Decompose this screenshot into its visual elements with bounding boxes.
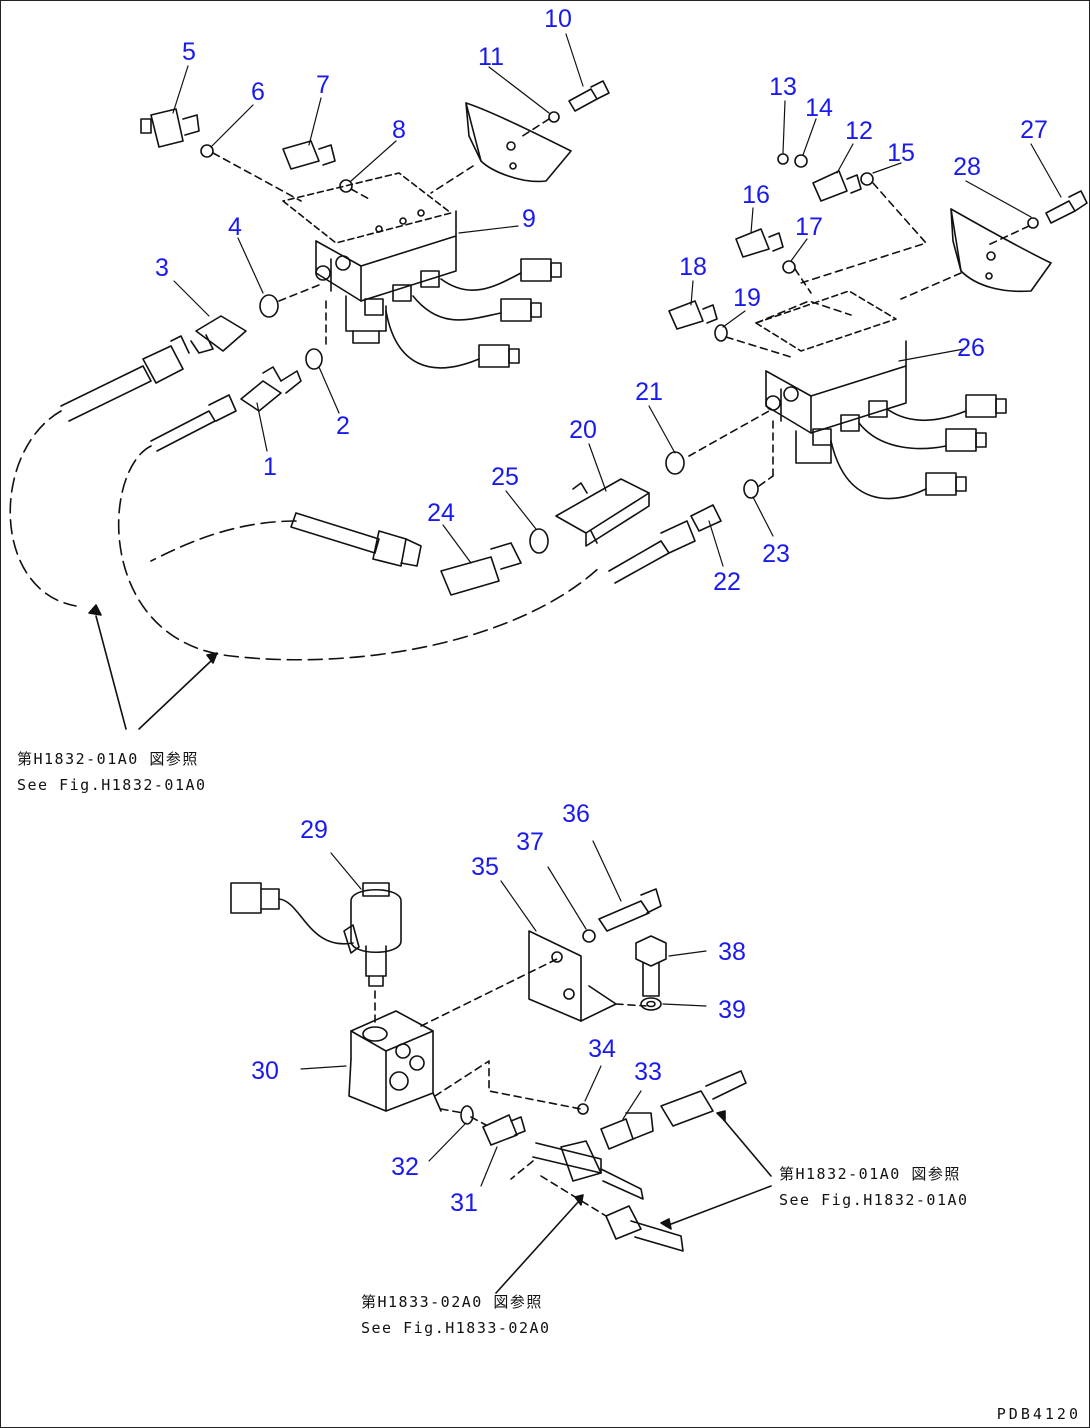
bolt-38 bbox=[635, 935, 667, 1011]
callout-8: 8 bbox=[392, 116, 406, 144]
solenoid-29 bbox=[230, 882, 402, 987]
reference-note-lower-right-en: See Fig.H1832-01A0 bbox=[779, 1191, 969, 1209]
callout-6: 6 bbox=[251, 78, 265, 106]
callout-16: 16 bbox=[742, 181, 770, 209]
callout-11: 11 bbox=[478, 43, 504, 71]
callout-29: 29 bbox=[300, 816, 328, 844]
sensor-18 bbox=[668, 300, 728, 342]
callout-27: 27 bbox=[1020, 116, 1048, 144]
bolt-27 bbox=[1027, 190, 1088, 229]
switch-12 bbox=[777, 153, 874, 202]
callout-39: 39 bbox=[718, 996, 746, 1024]
callout-13: 13 bbox=[769, 73, 797, 101]
leader-lines-lower-middle bbox=[688, 410, 774, 487]
callout-14: 14 bbox=[805, 94, 833, 122]
reference-note-upper-jp: 第H1832-01A0 図参照 bbox=[17, 750, 199, 768]
callout-9: 9 bbox=[522, 205, 536, 233]
callout-21: 21 bbox=[635, 378, 663, 406]
valve-block-26 bbox=[755, 290, 1007, 500]
callout-37: 37 bbox=[516, 828, 544, 856]
reference-arrows-lower bbox=[495, 1110, 772, 1294]
callout-22: 22 bbox=[713, 568, 741, 596]
leader-lines-lower bbox=[374, 958, 647, 1217]
drawing-code: PDB4120 bbox=[996, 1405, 1081, 1423]
callout-20: 20 bbox=[569, 416, 597, 444]
callout-12: 12 bbox=[845, 117, 873, 145]
hose-left-upper bbox=[60, 335, 237, 452]
callout-4: 4 bbox=[228, 213, 242, 241]
callout-28: 28 bbox=[953, 153, 981, 181]
callout-7: 7 bbox=[316, 71, 330, 99]
sensor-7 bbox=[282, 140, 353, 193]
callout-leaders bbox=[172, 33, 1062, 1187]
callout-10: 10 bbox=[544, 5, 572, 33]
fitting-31-33 bbox=[460, 1103, 654, 1150]
callout-3: 3 bbox=[155, 254, 169, 282]
reference-note-upper-en: See Fig.H1832-01A0 bbox=[17, 776, 207, 794]
callout-18: 18 bbox=[679, 253, 707, 281]
callout-23: 23 bbox=[762, 540, 790, 568]
bolt-10 bbox=[548, 80, 610, 123]
callout-24: 24 bbox=[427, 499, 455, 527]
callout-32: 32 bbox=[391, 1153, 419, 1181]
hose-left-lower bbox=[290, 512, 422, 567]
bracket-upper-right bbox=[950, 208, 1052, 293]
callout-2: 2 bbox=[336, 412, 350, 440]
block-30 bbox=[348, 1010, 442, 1112]
callout-38: 38 bbox=[718, 938, 746, 966]
tee-1 bbox=[240, 348, 323, 412]
hose-loop bbox=[9, 410, 602, 661]
reference-note-lower-en: See Fig.H1833-02A0 bbox=[361, 1319, 551, 1337]
bolt-36 bbox=[582, 888, 662, 943]
bracket-35 bbox=[528, 930, 617, 1022]
elbow-24 bbox=[440, 528, 549, 596]
leader-lines-upper-left bbox=[212, 118, 550, 350]
pressure-switch-5 bbox=[140, 108, 214, 158]
callout-19: 19 bbox=[733, 284, 761, 312]
callout-35: 35 bbox=[471, 853, 499, 881]
callout-36: 36 bbox=[562, 800, 590, 828]
callout-15: 15 bbox=[887, 139, 915, 167]
leader-lines-upper-right bbox=[725, 182, 1030, 358]
callout-1: 1 bbox=[263, 453, 277, 481]
callout-34: 34 bbox=[588, 1035, 616, 1063]
switch-3 bbox=[190, 294, 279, 354]
bracket-upper-left bbox=[465, 102, 572, 183]
hoses-lower bbox=[532, 1070, 747, 1252]
reference-note-lower-right-jp: 第H1832-01A0 図参照 bbox=[779, 1165, 961, 1183]
callout-33: 33 bbox=[634, 1058, 662, 1086]
callout-5: 5 bbox=[182, 38, 196, 66]
valve-block-9 bbox=[282, 172, 562, 369]
callout-31: 31 bbox=[450, 1189, 478, 1217]
callout-30: 30 bbox=[251, 1057, 279, 1085]
reference-note-lower-jp: 第H1833-02A0 図参照 bbox=[361, 1293, 543, 1311]
callout-26: 26 bbox=[957, 334, 985, 362]
fitting-22 bbox=[608, 479, 759, 584]
sensor-16 bbox=[735, 228, 796, 274]
callout-17: 17 bbox=[795, 213, 823, 241]
callout-25: 25 bbox=[491, 463, 519, 491]
reference-arrows-upper bbox=[88, 604, 218, 730]
